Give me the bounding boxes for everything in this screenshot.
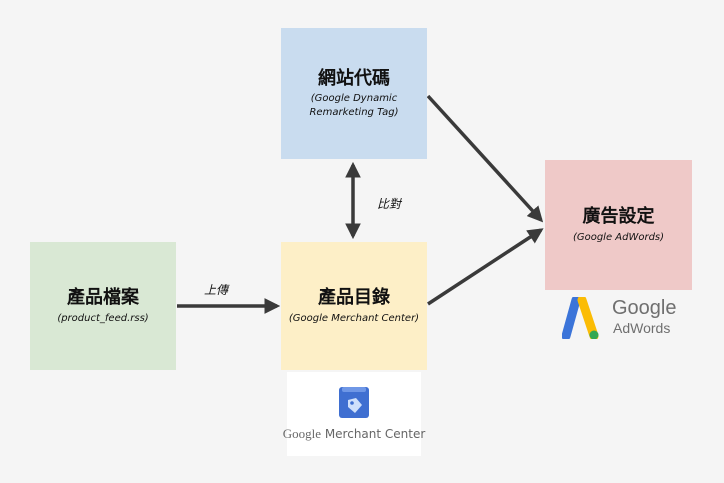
merchant-center-product-text: Merchant Center	[324, 427, 426, 441]
adwords-product-text: AdWords	[613, 320, 671, 336]
merchant-center-logo: Google Merchant Center	[283, 372, 425, 456]
node-product-catalog-subtitle: (Google Merchant Center)	[288, 312, 420, 324]
edge-label-upload: 上傳	[204, 283, 229, 297]
node-product-catalog-title: 產品目錄	[318, 286, 390, 308]
node-product-feed-title: 產品檔案	[67, 286, 139, 308]
node-ad-settings: 廣告設定 (Google AdWords)	[545, 160, 692, 290]
adwords-logo: Google AdWords	[562, 297, 687, 341]
node-product-catalog: 產品目錄 (Google Merchant Center)	[281, 242, 427, 370]
node-ad-settings-title: 廣告設定	[582, 205, 655, 227]
node-ad-settings-subtitle: (Google AdWords)	[572, 231, 665, 243]
node-website-tag: 網站代碼 (Google Dynamic Remarketing Tag)	[281, 28, 427, 159]
node-product-feed-subtitle: (product_feed.rss)	[57, 312, 149, 324]
node-website-tag-title: 網站代碼	[318, 67, 390, 89]
arrow-catalog-to-adwords	[427, 228, 544, 306]
merchant-center-brand-text: Google	[282, 426, 321, 441]
arrow-tag-to-adwords	[426, 94, 544, 223]
merchant-center-wordmark: Google Merchant Center	[283, 426, 426, 442]
adwords-brand-text: Google	[612, 297, 677, 319]
node-website-tag-subtitle: (Google Dynamic Remarketing Tag)	[309, 93, 399, 118]
adwords-mark-icon	[562, 297, 599, 339]
edge-label-compare: 比對	[377, 197, 402, 211]
node-product-feed: 產品檔案 (product_feed.rss)	[30, 242, 176, 370]
merchant-center-bag-icon	[339, 387, 369, 418]
